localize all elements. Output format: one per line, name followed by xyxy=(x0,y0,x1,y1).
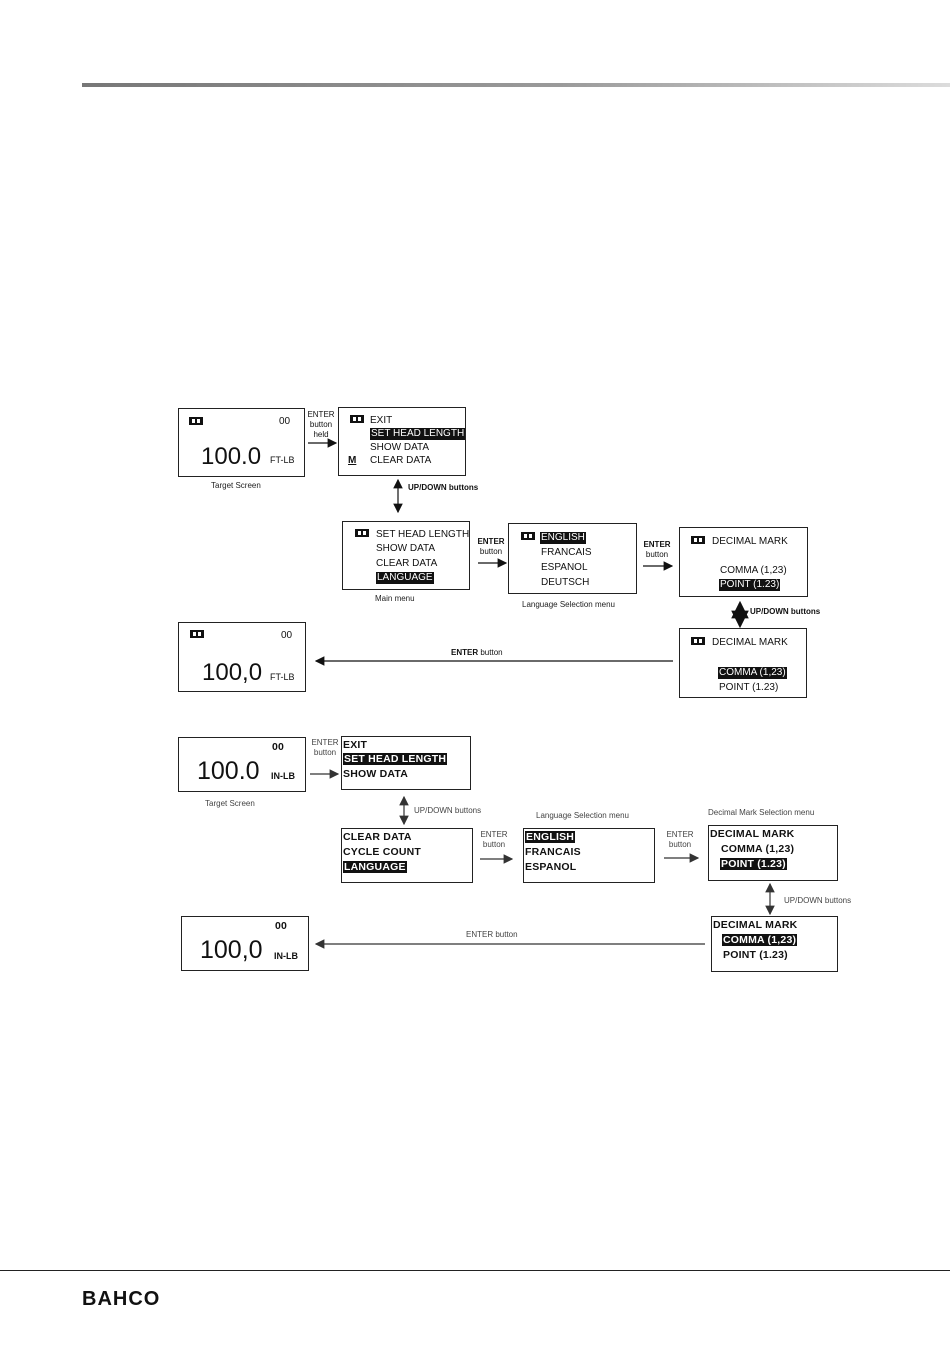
target-screen-caption: Target Screen xyxy=(205,799,255,808)
brand-logo: BAHCO xyxy=(82,1288,161,1310)
option-comma: COMMA (1,23) xyxy=(720,565,787,576)
target-screen-lcd: 00 100.0 FT-LB xyxy=(178,408,305,477)
header-rule xyxy=(82,83,950,87)
lang-francais: FRANCAIS xyxy=(541,547,592,558)
main-menu-lcd: CLEAR DATA CYCLE COUNT LANGUAGE xyxy=(341,828,473,883)
decimal-mark-title: DECIMAL MARK xyxy=(712,536,788,547)
torque-value: 100,0 xyxy=(200,936,263,964)
menu-item-show-data: SHOW DATA xyxy=(370,442,430,453)
option-point: POINT (1.23) xyxy=(720,858,787,870)
target-screen-lcd: 00 100,0 FT-LB xyxy=(178,622,306,692)
battery-icon xyxy=(355,529,369,537)
decimal-mark-title: DECIMAL MARK xyxy=(712,637,788,648)
battery-icon xyxy=(521,532,535,540)
updown-label: UP/DOWN buttons xyxy=(408,483,479,492)
menu-item-exit: EXIT xyxy=(343,739,368,751)
updown-label: UP/DOWN buttons xyxy=(414,806,482,815)
decimal-mark-lcd: DECIMAL MARK COMMA (1,23) POINT (1.23) xyxy=(708,825,838,881)
menu-item-set-head-length: SET HEAD LENGTH xyxy=(376,529,470,540)
enter-button-label: ENTER button xyxy=(466,930,518,939)
menu-item-clear-data: CLEAR DATA xyxy=(370,455,432,466)
main-menu-lcd: SET HEAD LENGTH SHOW DATA CLEAR DATA LAN… xyxy=(342,521,470,590)
top-menu-lcd: EXIT SET HEAD LENGTH SHOW DATA M CLEAR D… xyxy=(338,407,466,476)
option-comma: COMMA (1,23) xyxy=(722,934,798,946)
lang-deutsch: DEUTSCH xyxy=(541,577,590,588)
battery-icon xyxy=(189,417,203,425)
decimal-mark-title: DECIMAL MARK xyxy=(710,828,795,840)
lang-espanol: ESPANOL xyxy=(541,562,588,573)
torque-value: 100.0 xyxy=(197,757,260,785)
menu-item-show-data: SHOW DATA xyxy=(376,543,436,554)
option-point: POINT (1.23) xyxy=(719,579,781,591)
torque-unit: FT-LB xyxy=(270,672,295,682)
battery-icon xyxy=(691,637,705,645)
torque-value: 100,0 xyxy=(202,659,263,686)
menu-item-clear-data: CLEAR DATA xyxy=(376,558,438,569)
option-comma: COMMA (1,23) xyxy=(718,667,787,679)
option-comma: COMMA (1,23) xyxy=(721,843,795,855)
enter-button-label: ENTER button xyxy=(451,648,503,657)
main-menu-caption: Main menu xyxy=(375,594,415,603)
battery-icon xyxy=(350,415,364,423)
decimal-mark-lcd: DECIMAL MARK COMMA (1,23) POINT (1.23) xyxy=(679,628,807,698)
updown-label: UP/DOWN buttons xyxy=(750,607,821,616)
menu-item-set-head-length: SET HEAD LENGTH xyxy=(343,753,448,765)
menu-item-clear-data: CLEAR DATA xyxy=(343,831,412,843)
top-menu-lcd: EXIT SET HEAD LENGTH SHOW DATA xyxy=(341,736,471,790)
menu-item-cycle-count: CYCLE COUNT xyxy=(343,846,422,858)
decimal-mark-menu-caption: Decimal Mark Selection menu xyxy=(708,808,815,817)
target-screen-lcd: 00 100,0 IN-LB xyxy=(181,916,309,971)
updown-label: UP/DOWN buttons xyxy=(784,896,852,905)
memory-icon: M xyxy=(348,455,357,466)
counter-readout: 00 xyxy=(275,920,288,932)
decimal-mark-lcd: DECIMAL MARK COMMA (1,23) POINT (1.23) xyxy=(711,916,838,972)
battery-icon xyxy=(190,630,204,638)
menu-item-language: LANGUAGE xyxy=(343,861,407,873)
torque-unit: IN-LB xyxy=(271,771,295,781)
footer-rule xyxy=(0,1270,950,1271)
menu-item-set-head-length: SET HEAD LENGTH xyxy=(370,428,466,440)
decimal-mark-lcd: DECIMAL MARK COMMA (1,23) POINT (1.23) xyxy=(679,527,808,597)
torque-unit: FT-LB xyxy=(270,455,295,465)
torque-unit: IN-LB xyxy=(274,951,298,961)
lang-francais: FRANCAIS xyxy=(525,846,581,858)
language-menu-lcd: ENGLISH FRANCAIS ESPANOL DEUTSCH xyxy=(508,523,637,594)
language-menu-caption: Language Selection menu xyxy=(536,811,629,820)
language-menu-caption: Language Selection menu xyxy=(522,600,615,609)
menu-item-exit: EXIT xyxy=(370,415,393,426)
menu-item-language: LANGUAGE xyxy=(376,572,434,584)
language-menu-lcd: ENGLISH FRANCAIS ESPANOL xyxy=(523,828,655,883)
option-point: POINT (1.23) xyxy=(719,682,779,693)
torque-value: 100.0 xyxy=(201,443,262,470)
counter-readout: 00 xyxy=(281,630,293,641)
target-screen-caption: Target Screen xyxy=(211,481,261,490)
counter-readout: 00 xyxy=(279,416,291,427)
lang-english: ENGLISH xyxy=(540,532,586,544)
target-screen-lcd: 00 100.0 IN-LB xyxy=(178,737,306,792)
decimal-mark-title: DECIMAL MARK xyxy=(713,919,798,931)
battery-icon xyxy=(691,536,705,544)
counter-readout: 00 xyxy=(272,741,285,753)
lang-espanol: ESPANOL xyxy=(525,861,577,873)
option-point: POINT (1.23) xyxy=(723,949,788,961)
lang-english: ENGLISH xyxy=(525,831,576,843)
menu-item-show-data: SHOW DATA xyxy=(343,768,408,780)
